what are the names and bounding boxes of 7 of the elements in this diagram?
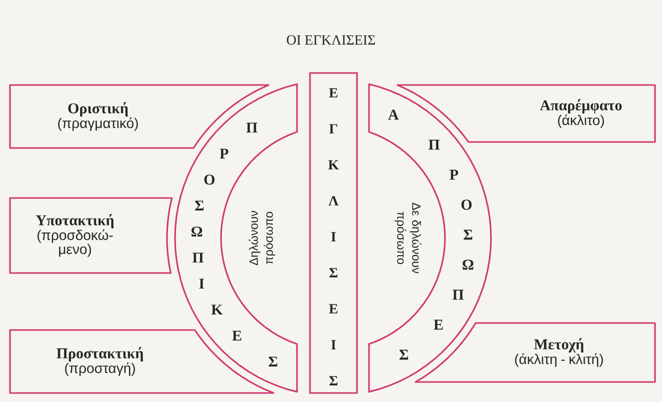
ring-note: Δηλώνουν πρόσωπο xyxy=(248,210,276,266)
half-ring xyxy=(174,83,298,393)
title: ΟΙ ΕΓΚΛΙΣΕΙΣ xyxy=(286,35,375,45)
mood-box: Υποτακτική (προσδοκώ- μενο) xyxy=(9,197,173,274)
half-ring xyxy=(368,83,492,393)
ring-note: Δε δηλώνουν πρόσωπο xyxy=(394,202,422,274)
vertical-box: ΕΓΚΛΙΣΕΙΣ xyxy=(309,72,358,394)
